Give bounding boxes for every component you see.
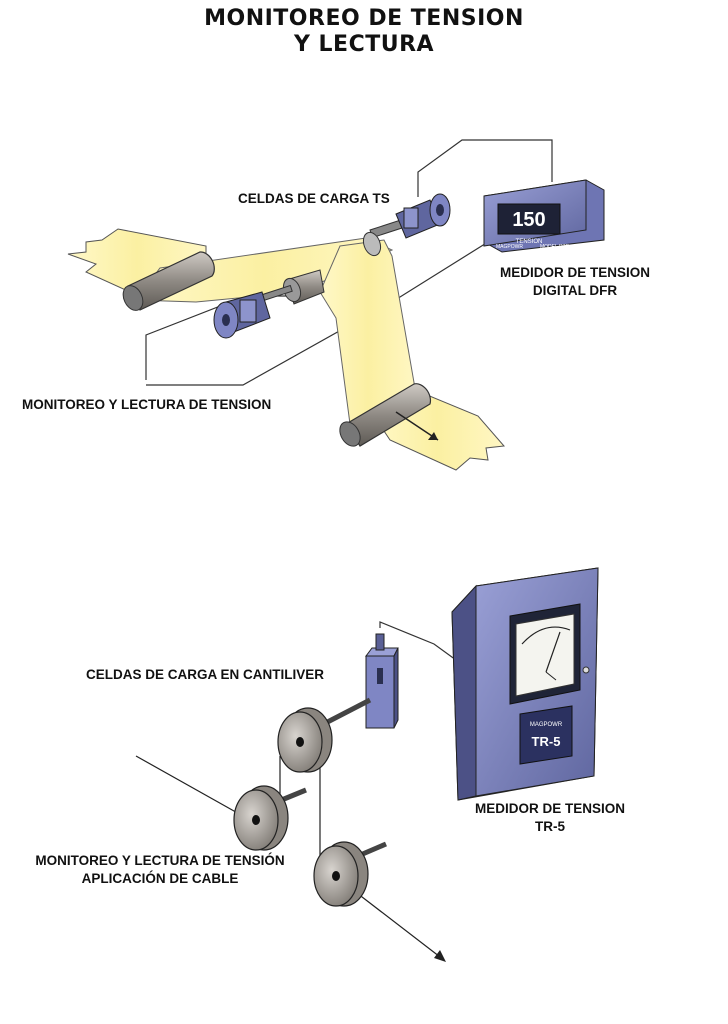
bottom-diagram: MAGPOWR TR-5 bbox=[135, 567, 599, 962]
roller-bottom bbox=[339, 383, 432, 447]
label-cantilever-cells: CELDAS DE CARGA EN CANTILIVER bbox=[86, 667, 325, 682]
load-cell-lower bbox=[213, 291, 271, 339]
wheel-lower bbox=[313, 841, 369, 907]
digital-tension-meter: 150 TENSION MAGPOWR MODEL DTR bbox=[483, 179, 605, 253]
arrow-head bbox=[428, 432, 438, 440]
load-cell-cable bbox=[417, 139, 553, 197]
label-cable-monitoring: MONITOREO Y LECTURA DE TENSIÓN APLICACIÓ… bbox=[12, 852, 308, 888]
panel-brand: MAGPOWR bbox=[530, 722, 563, 728]
wheel-upper bbox=[277, 707, 333, 773]
load-cell-upper bbox=[395, 193, 451, 239]
label-tr5-meter-line2: TR-5 bbox=[535, 819, 565, 834]
label-monitoring-top: MONITOREO Y LECTURA DE TENSION bbox=[22, 397, 272, 412]
roller-left bbox=[122, 251, 215, 311]
label-tr5-meter: MEDIDOR DE TENSION TR-5 bbox=[440, 800, 660, 836]
meter-brand: MAGPOWR bbox=[496, 244, 523, 250]
label-cable-monitoring-line2: APLICACIÓN DE CABLE bbox=[81, 871, 239, 886]
label-cable-monitoring-line1: MONITOREO Y LECTURA DE TENSIÓN bbox=[35, 853, 285, 868]
panel-model: TR-5 bbox=[532, 734, 561, 749]
meter-leader-line bbox=[146, 241, 489, 386]
label-load-cells-ts: CELDAS DE CARGA TS bbox=[238, 191, 390, 206]
page-title: MONITOREO DE TENSION Y LECTURA bbox=[0, 6, 728, 58]
meter-display bbox=[497, 203, 561, 235]
label-digital-meter-line1: MEDIDOR DE TENSION bbox=[499, 265, 650, 280]
label-digital-meter-line2: DIGITAL DFR bbox=[532, 283, 618, 298]
meter-model: MODEL DTR bbox=[540, 244, 570, 250]
web-direction-arrow bbox=[395, 411, 439, 441]
label-digital-meter: MEDIDOR DE TENSION DIGITAL DFR bbox=[470, 264, 680, 300]
cantilever-load-cell bbox=[365, 633, 399, 729]
label-tr5-meter-line1: MEDIDOR DE TENSION bbox=[474, 801, 625, 816]
title-line-1: MONITOREO DE TENSION bbox=[204, 6, 524, 31]
meter-display-caption: TENSION bbox=[516, 239, 543, 245]
cable-arrow-head bbox=[434, 950, 446, 962]
tr5-panel: MAGPOWR TR-5 bbox=[451, 567, 599, 801]
cantilever-cable bbox=[379, 621, 457, 661]
top-diagram: 150 TENSION MAGPOWR MODEL DTR bbox=[67, 139, 605, 471]
roller-middle bbox=[257, 269, 325, 305]
meter-display-value: 150 bbox=[512, 209, 545, 231]
wheel-left bbox=[233, 785, 289, 851]
web-incoming bbox=[67, 228, 207, 293]
title-line-2: Y LECTURA bbox=[293, 32, 435, 57]
cable-in bbox=[135, 755, 251, 821]
